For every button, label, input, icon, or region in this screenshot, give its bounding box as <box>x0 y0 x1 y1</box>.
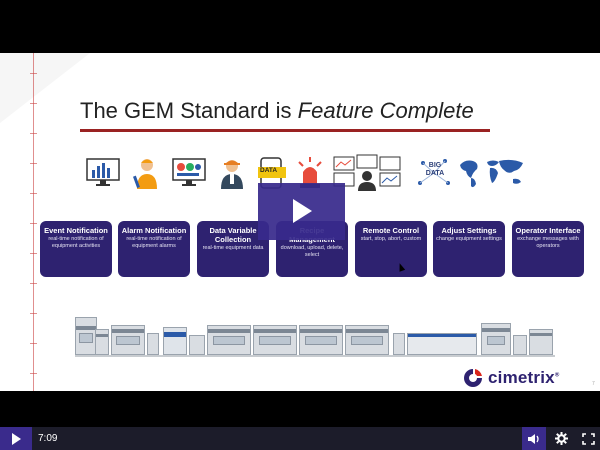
card-description: change equipment settings <box>436 236 502 242</box>
card-title: Event Notification <box>44 226 108 235</box>
elapsed-time: 7:09 <box>38 433 58 444</box>
slide-number: 7 <box>592 381 595 387</box>
card-title: Alarm Notification <box>121 226 187 235</box>
slide-title-emph: Feature Complete <box>297 98 474 123</box>
card-description: exchange messages with operators <box>517 236 579 249</box>
player-control-bar: 7:09 <box>0 427 600 450</box>
fullscreen-icon <box>581 432 595 445</box>
cimetrix-mark-icon <box>464 369 482 387</box>
engineer-icon <box>217 153 247 193</box>
volume-icon <box>528 433 539 444</box>
card-description: real-time notification of equipment acti… <box>48 236 104 249</box>
play-icon <box>293 199 312 223</box>
slide-frame: The GEM Standard is Feature Complete <box>0 53 600 391</box>
bar-chart-monitor-icon <box>85 153 121 193</box>
logo-text: cimetrix® <box>488 368 559 388</box>
big-play-button[interactable] <box>258 183 345 240</box>
big-data-icon: BIG DATA <box>415 153 453 193</box>
card-description: start, stop, abort, custom <box>360 236 422 242</box>
card-operator-interface: Operator Interface exchange messages wit… <box>512 221 584 277</box>
logo-registered-mark: ® <box>554 372 560 379</box>
technician-icon <box>132 153 162 193</box>
title-underline <box>80 129 490 132</box>
card-description: real-time notification of equipment alar… <box>126 236 182 249</box>
feature-icon-row: DATA BIG DATA <box>85 153 530 193</box>
play-toggle-button[interactable] <box>0 427 32 450</box>
card-description: download, upload, delete, select <box>280 245 344 258</box>
dashboard-monitor-icon <box>171 153 207 193</box>
world-map-icon <box>457 153 527 193</box>
side-ruler <box>26 53 42 391</box>
play-icon <box>11 432 21 445</box>
slide-title: The GEM Standard is Feature Complete <box>80 98 474 124</box>
fullscreen-button[interactable] <box>576 427 600 450</box>
card-title: Remote Control <box>362 226 420 235</box>
cimetrix-logo: cimetrix® <box>462 367 559 389</box>
card-event-notification: Event Notification real-time notificatio… <box>40 221 112 277</box>
volume-button[interactable] <box>522 427 546 450</box>
card-title: Operator Interface <box>515 226 581 235</box>
card-remote-control: Remote Control start, stop, abort, custo… <box>355 221 427 277</box>
card-adjust-settings: Adjust Settings change equipment setting… <box>433 221 505 277</box>
gear-icon <box>554 432 568 445</box>
data-phone-label: DATA <box>260 167 278 174</box>
card-title: Data Variable Collection <box>209 226 257 244</box>
settings-button[interactable] <box>549 427 573 450</box>
slide-title-plain: The GEM Standard is <box>80 98 298 123</box>
card-title: Adjust Settings <box>441 226 497 235</box>
smt-production-line <box>75 315 555 357</box>
card-data-variable-collection: Data Variable Collection real-time equip… <box>197 221 269 277</box>
card-alarm-notification: Alarm Notification real-time notificatio… <box>118 221 190 277</box>
big-data-label: BIG DATA <box>425 162 445 177</box>
operator-screens-icon <box>333 153 403 193</box>
card-description: real-time equipment data <box>202 245 264 251</box>
logo-word: cimetrix <box>488 368 555 387</box>
